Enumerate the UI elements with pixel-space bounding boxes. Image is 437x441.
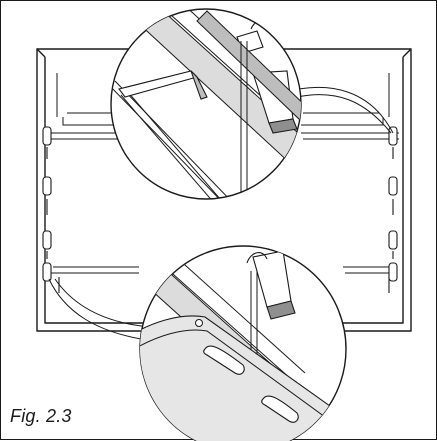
upper-shelf-rail bbox=[49, 132, 399, 140]
bottom-detail-magnifier bbox=[139, 245, 347, 441]
figure-caption: Fig. 2.3 bbox=[10, 406, 72, 426]
lower-shelf-rail bbox=[51, 266, 397, 293]
left-side-runners bbox=[42, 126, 52, 282]
top-detail-magnifier bbox=[110, 8, 302, 200]
right-side-runners bbox=[388, 126, 398, 282]
bottom-callout-leader bbox=[48, 278, 152, 340]
